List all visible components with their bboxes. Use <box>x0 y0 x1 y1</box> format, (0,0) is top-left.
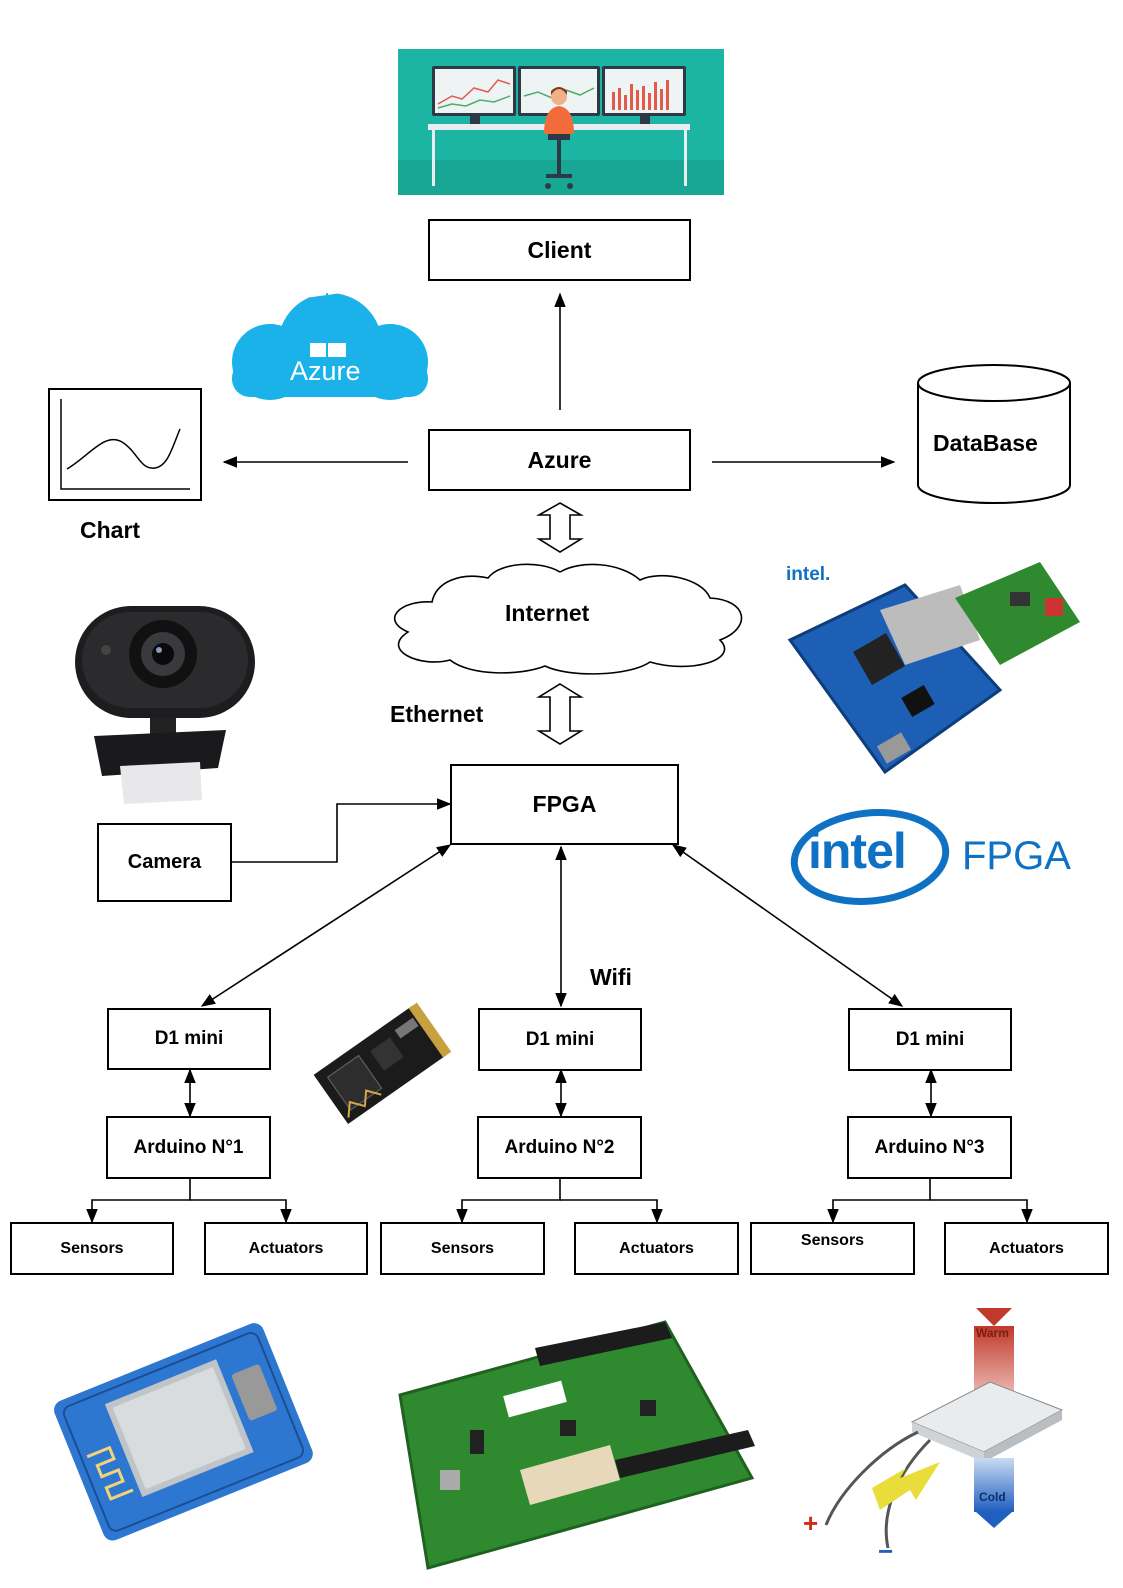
d1-mini-box-2: D1 mini <box>478 1008 642 1071</box>
azure-box: Azure <box>428 429 691 491</box>
arrow-fpga-d1-3 <box>671 844 904 1007</box>
arduino-box-3: Arduino N°3 <box>847 1116 1012 1179</box>
d1-mini-box-1: D1 mini <box>107 1008 271 1070</box>
actuators-box-1: Actuators <box>204 1222 368 1275</box>
intel-small-logo: intel. <box>786 564 831 585</box>
chart-label: Chart <box>80 517 141 543</box>
cold-label: Cold <box>979 1490 1006 1504</box>
actuators-box-2: Actuators <box>574 1222 739 1275</box>
tree-arduino-2 <box>456 1178 561 1224</box>
sensors-box-2: Sensors <box>380 1222 545 1275</box>
azure-logo-text: Azure <box>290 356 361 386</box>
actuators-box-3: Actuators <box>944 1222 1109 1275</box>
arduino-box-1: Arduino N°1 <box>106 1116 271 1179</box>
arduino-box-2: Arduino N°2 <box>477 1116 642 1179</box>
double-arrow-azure-internet <box>535 502 585 553</box>
sensors-box-3: Sensors <box>750 1222 915 1275</box>
tree-arduino-2b <box>560 1199 663 1224</box>
arrow-camera-fpga <box>232 798 452 863</box>
tree-arduino-3b <box>930 1199 1033 1224</box>
internet-label: Internet <box>505 600 590 626</box>
tree-arduino-1b <box>190 1199 292 1224</box>
database-label: DataBase <box>933 430 1038 456</box>
sensors-box-1: Sensors <box>10 1222 174 1275</box>
plus-label: + <box>803 1508 819 1538</box>
ethernet-label: Ethernet <box>390 701 484 727</box>
fpga-box: FPGA <box>450 764 679 845</box>
double-arrow-internet-fpga <box>536 683 584 745</box>
d1-mini-box-3: D1 mini <box>848 1008 1012 1071</box>
arrow-fpga-d1-1 <box>200 844 452 1007</box>
wifi-label: Wifi <box>590 964 632 990</box>
camera-box: Camera <box>97 823 232 902</box>
intel-fpga-logo-text: FPGA <box>962 834 1071 878</box>
tree-arduino-1 <box>86 1178 191 1224</box>
client-box: Client <box>428 219 691 281</box>
warm-label: Warm <box>976 1326 1009 1340</box>
tree-arduino-3 <box>827 1178 931 1224</box>
minus-label: − <box>878 1536 894 1566</box>
